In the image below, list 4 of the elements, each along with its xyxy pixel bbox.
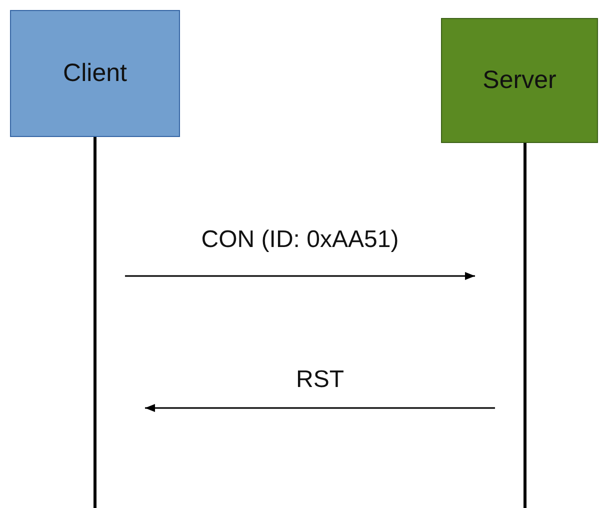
message-arrow — [125, 272, 475, 280]
message-arrow — [145, 404, 495, 412]
client-box: Client — [10, 10, 180, 137]
server-box: Server — [441, 18, 598, 143]
